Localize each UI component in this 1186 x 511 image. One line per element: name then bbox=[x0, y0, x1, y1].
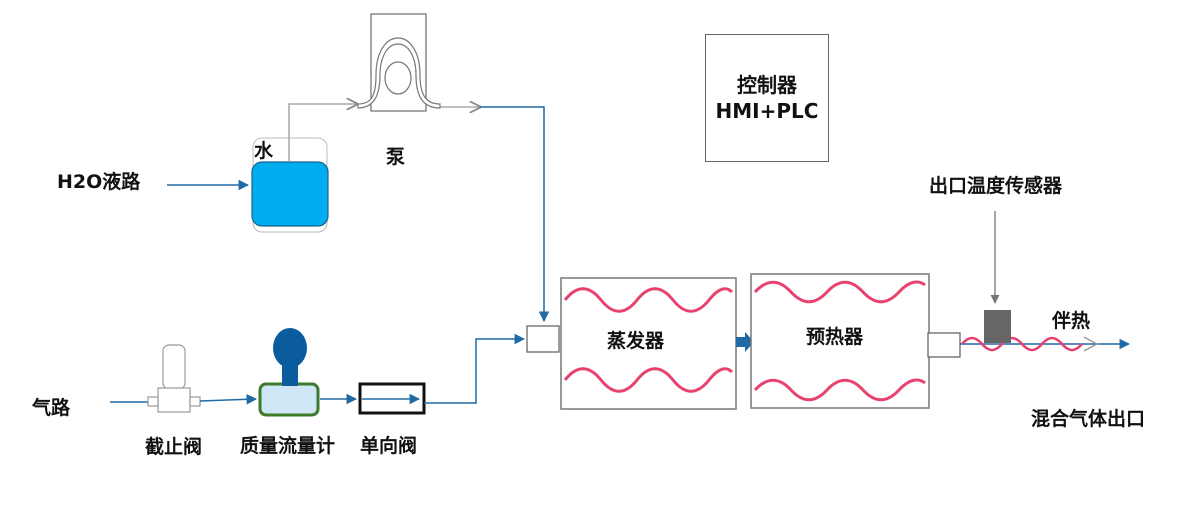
mixing-connector bbox=[526, 325, 560, 353]
h2o-line-label: H2O液路 bbox=[57, 171, 141, 193]
evaporator-label: 蒸发器 bbox=[607, 330, 665, 352]
pump-icon bbox=[357, 13, 441, 112]
mixed-gas-outlet-label: 混合气体出口 bbox=[1031, 408, 1146, 430]
tank-to-pump-line bbox=[288, 104, 357, 162]
evaporator-to-preheater-arrow bbox=[736, 332, 754, 352]
mass-flow-meter-icon bbox=[258, 328, 320, 417]
mass-flow-meter-label: 质量流量计 bbox=[240, 435, 336, 457]
evaporator-heater-bottom bbox=[563, 367, 734, 393]
preheater-heater-bottom bbox=[753, 378, 926, 402]
outlet-connector bbox=[927, 332, 961, 358]
heat-trace-arrowhead bbox=[1083, 336, 1099, 352]
check-valve-icon bbox=[358, 382, 426, 415]
controller-box: 控制器 HMI+PLC bbox=[705, 34, 829, 162]
shutoff-valve-label: 截止阀 bbox=[145, 436, 203, 458]
heat-trace-label: 伴热 bbox=[1052, 310, 1091, 332]
water-feed-line bbox=[480, 106, 550, 323]
preheater-box bbox=[750, 273, 930, 409]
outlet-temp-sensor-label: 出口温度传感器 bbox=[929, 175, 1063, 197]
preheater-heater-top bbox=[753, 280, 926, 304]
heat-trace-wave bbox=[961, 336, 1083, 352]
outlet-temp-sensor-icon bbox=[984, 310, 1011, 343]
evaporator-heater-top bbox=[563, 287, 734, 313]
preheater-label: 预热器 bbox=[806, 326, 864, 348]
check-valve-label: 单向阀 bbox=[360, 435, 418, 457]
gas-feed-line bbox=[424, 333, 526, 404]
water-label: 水 bbox=[254, 140, 274, 162]
controller-subtitle: HMI+PLC bbox=[715, 99, 819, 123]
pump-label: 泵 bbox=[386, 146, 406, 168]
evaporator-box bbox=[560, 277, 737, 410]
water-tank bbox=[251, 137, 329, 233]
shutoff-valve-icon bbox=[147, 344, 201, 413]
water-tank-fill bbox=[251, 161, 329, 227]
controller-title: 控制器 bbox=[737, 73, 797, 97]
valve-to-meter-line bbox=[199, 394, 258, 405]
gas-line-label: 气路 bbox=[32, 397, 71, 419]
